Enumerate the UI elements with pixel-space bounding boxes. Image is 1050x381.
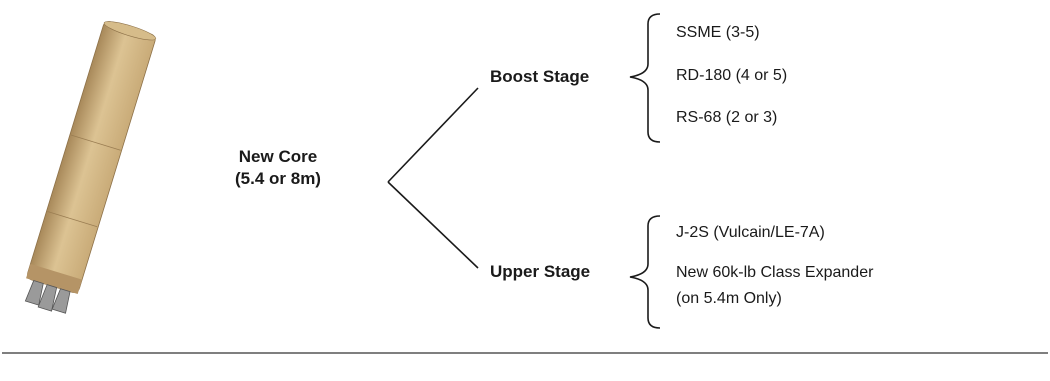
boost-stage-label: Boost Stage	[490, 67, 590, 86]
rocket-body	[27, 21, 156, 293]
boost-option-ssme: SSME (3-5)	[676, 24, 760, 41]
core-label: New Core (5.4 or 8m)	[213, 146, 343, 190]
upper-option-expander: New 60k-lb Class Expander	[676, 264, 874, 281]
core-label-line2: (5.4 or 8m)	[235, 169, 321, 188]
upper-option-j2s: J-2S (Vulcain/LE-7A)	[676, 224, 825, 241]
rocket-seam	[47, 211, 98, 228]
rocket-aft-ring	[26, 263, 83, 294]
nozzle-icon	[37, 284, 58, 312]
branch-line-to-upper	[387, 181, 479, 269]
boost-options-brace	[629, 13, 661, 143]
core-label-line1: New Core	[238, 147, 318, 166]
rocket-top-cap	[103, 21, 157, 41]
upper-option-expander-note: (on 5.4m Only)	[676, 290, 782, 307]
engine-nozzles	[24, 280, 71, 314]
rocket-core-illustration	[24, 21, 157, 314]
upper-stage-label: Upper Stage	[490, 262, 591, 281]
upper-options-brace	[629, 215, 661, 329]
rocket-seam	[70, 134, 121, 151]
boost-option-rd180: RD-180 (4 or 5)	[676, 67, 788, 84]
nozzle-icon	[51, 288, 71, 314]
branch-line-to-boost	[387, 87, 479, 183]
boost-option-rs68: RS-68 (2 or 3)	[676, 109, 778, 126]
